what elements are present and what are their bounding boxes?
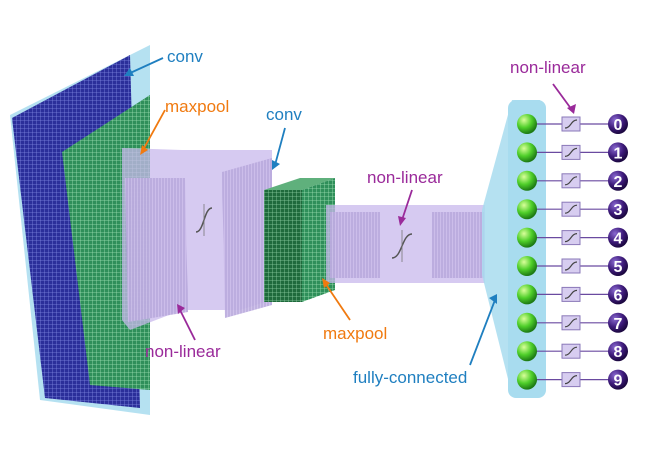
output-row: 5 xyxy=(517,256,628,276)
sigmoid-icon xyxy=(564,147,578,157)
arrow-fully-connected xyxy=(469,299,496,366)
maxpool-label-2: maxpool xyxy=(323,324,387,343)
sigmoid-icon xyxy=(564,261,578,271)
arrow-nonlinear-top xyxy=(552,83,573,111)
arrow-conv-2 xyxy=(274,127,286,166)
output-label: 7 xyxy=(614,316,623,333)
output-row: 1 xyxy=(517,142,628,163)
fc-node xyxy=(517,170,537,191)
output-node xyxy=(608,227,628,248)
output-node xyxy=(608,256,628,276)
arrow-maxpool-1 xyxy=(142,109,166,151)
fc-node xyxy=(517,256,537,276)
output-node xyxy=(608,142,628,163)
fc-node xyxy=(517,284,537,305)
sigmoid-icon xyxy=(564,346,578,356)
output-node xyxy=(608,341,628,362)
sigmoid-icon xyxy=(564,375,578,385)
output-label: 2 xyxy=(614,174,623,191)
fully-connected-label: fully-connected xyxy=(353,368,467,387)
fc-node xyxy=(517,312,537,333)
nonlinear-label-bottom: non-linear xyxy=(145,342,221,361)
output-label: 5 xyxy=(614,259,623,276)
nonlinear-label-top: non-linear xyxy=(510,58,586,77)
sigmoid-icon xyxy=(564,204,578,214)
sigmoid-icon xyxy=(564,119,578,129)
nonlinear-label-mid: non-linear xyxy=(367,168,443,187)
output-label: 9 xyxy=(614,373,623,390)
arrow-maxpool-2 xyxy=(324,282,351,321)
output-row: 6 xyxy=(517,284,628,305)
output-label: 8 xyxy=(614,344,623,361)
conv-block-2 xyxy=(264,190,302,302)
output-node xyxy=(608,170,628,191)
output-row: 4 xyxy=(517,227,628,248)
output-row: 0 xyxy=(517,114,628,134)
maxpool-label-1: maxpool xyxy=(165,97,229,116)
fc-node xyxy=(517,369,537,390)
output-label: 3 xyxy=(614,202,623,219)
activation-block-1 xyxy=(125,178,188,322)
output-label: 4 xyxy=(614,231,623,248)
activation-block-2 xyxy=(222,158,272,318)
conv-label-1: conv xyxy=(167,47,203,66)
output-row: 2 xyxy=(517,170,628,191)
output-label: 0 xyxy=(614,117,623,134)
activation-block-3 xyxy=(330,212,380,278)
output-label: 1 xyxy=(614,145,623,162)
sigmoid-icon xyxy=(564,318,578,328)
sigmoid-icon xyxy=(564,176,578,186)
output-node xyxy=(608,312,628,333)
output-node xyxy=(608,114,628,134)
output-node xyxy=(608,199,628,220)
fc-node xyxy=(517,341,537,362)
fc-node xyxy=(517,227,537,248)
output-row: 9 xyxy=(517,369,628,390)
output-node xyxy=(608,369,628,390)
arrow-conv-1 xyxy=(127,57,164,75)
conv-label-2: conv xyxy=(266,105,302,124)
fc-node xyxy=(517,199,537,220)
conv-block-2-top xyxy=(264,178,335,190)
sigmoid-icon xyxy=(564,289,578,299)
sigmoid-icon xyxy=(564,233,578,243)
output-node xyxy=(608,284,628,305)
activation-block-4 xyxy=(432,212,484,278)
output-row: 3 xyxy=(517,199,628,220)
fc-node xyxy=(517,114,537,134)
fc-node xyxy=(517,142,537,163)
arrow-nonlinear-bottom xyxy=(179,309,196,341)
output-label: 6 xyxy=(614,287,623,304)
output-row: 8 xyxy=(517,341,628,362)
output-row: 7 xyxy=(517,312,628,333)
arrow-nonlinear-mid xyxy=(401,189,413,221)
